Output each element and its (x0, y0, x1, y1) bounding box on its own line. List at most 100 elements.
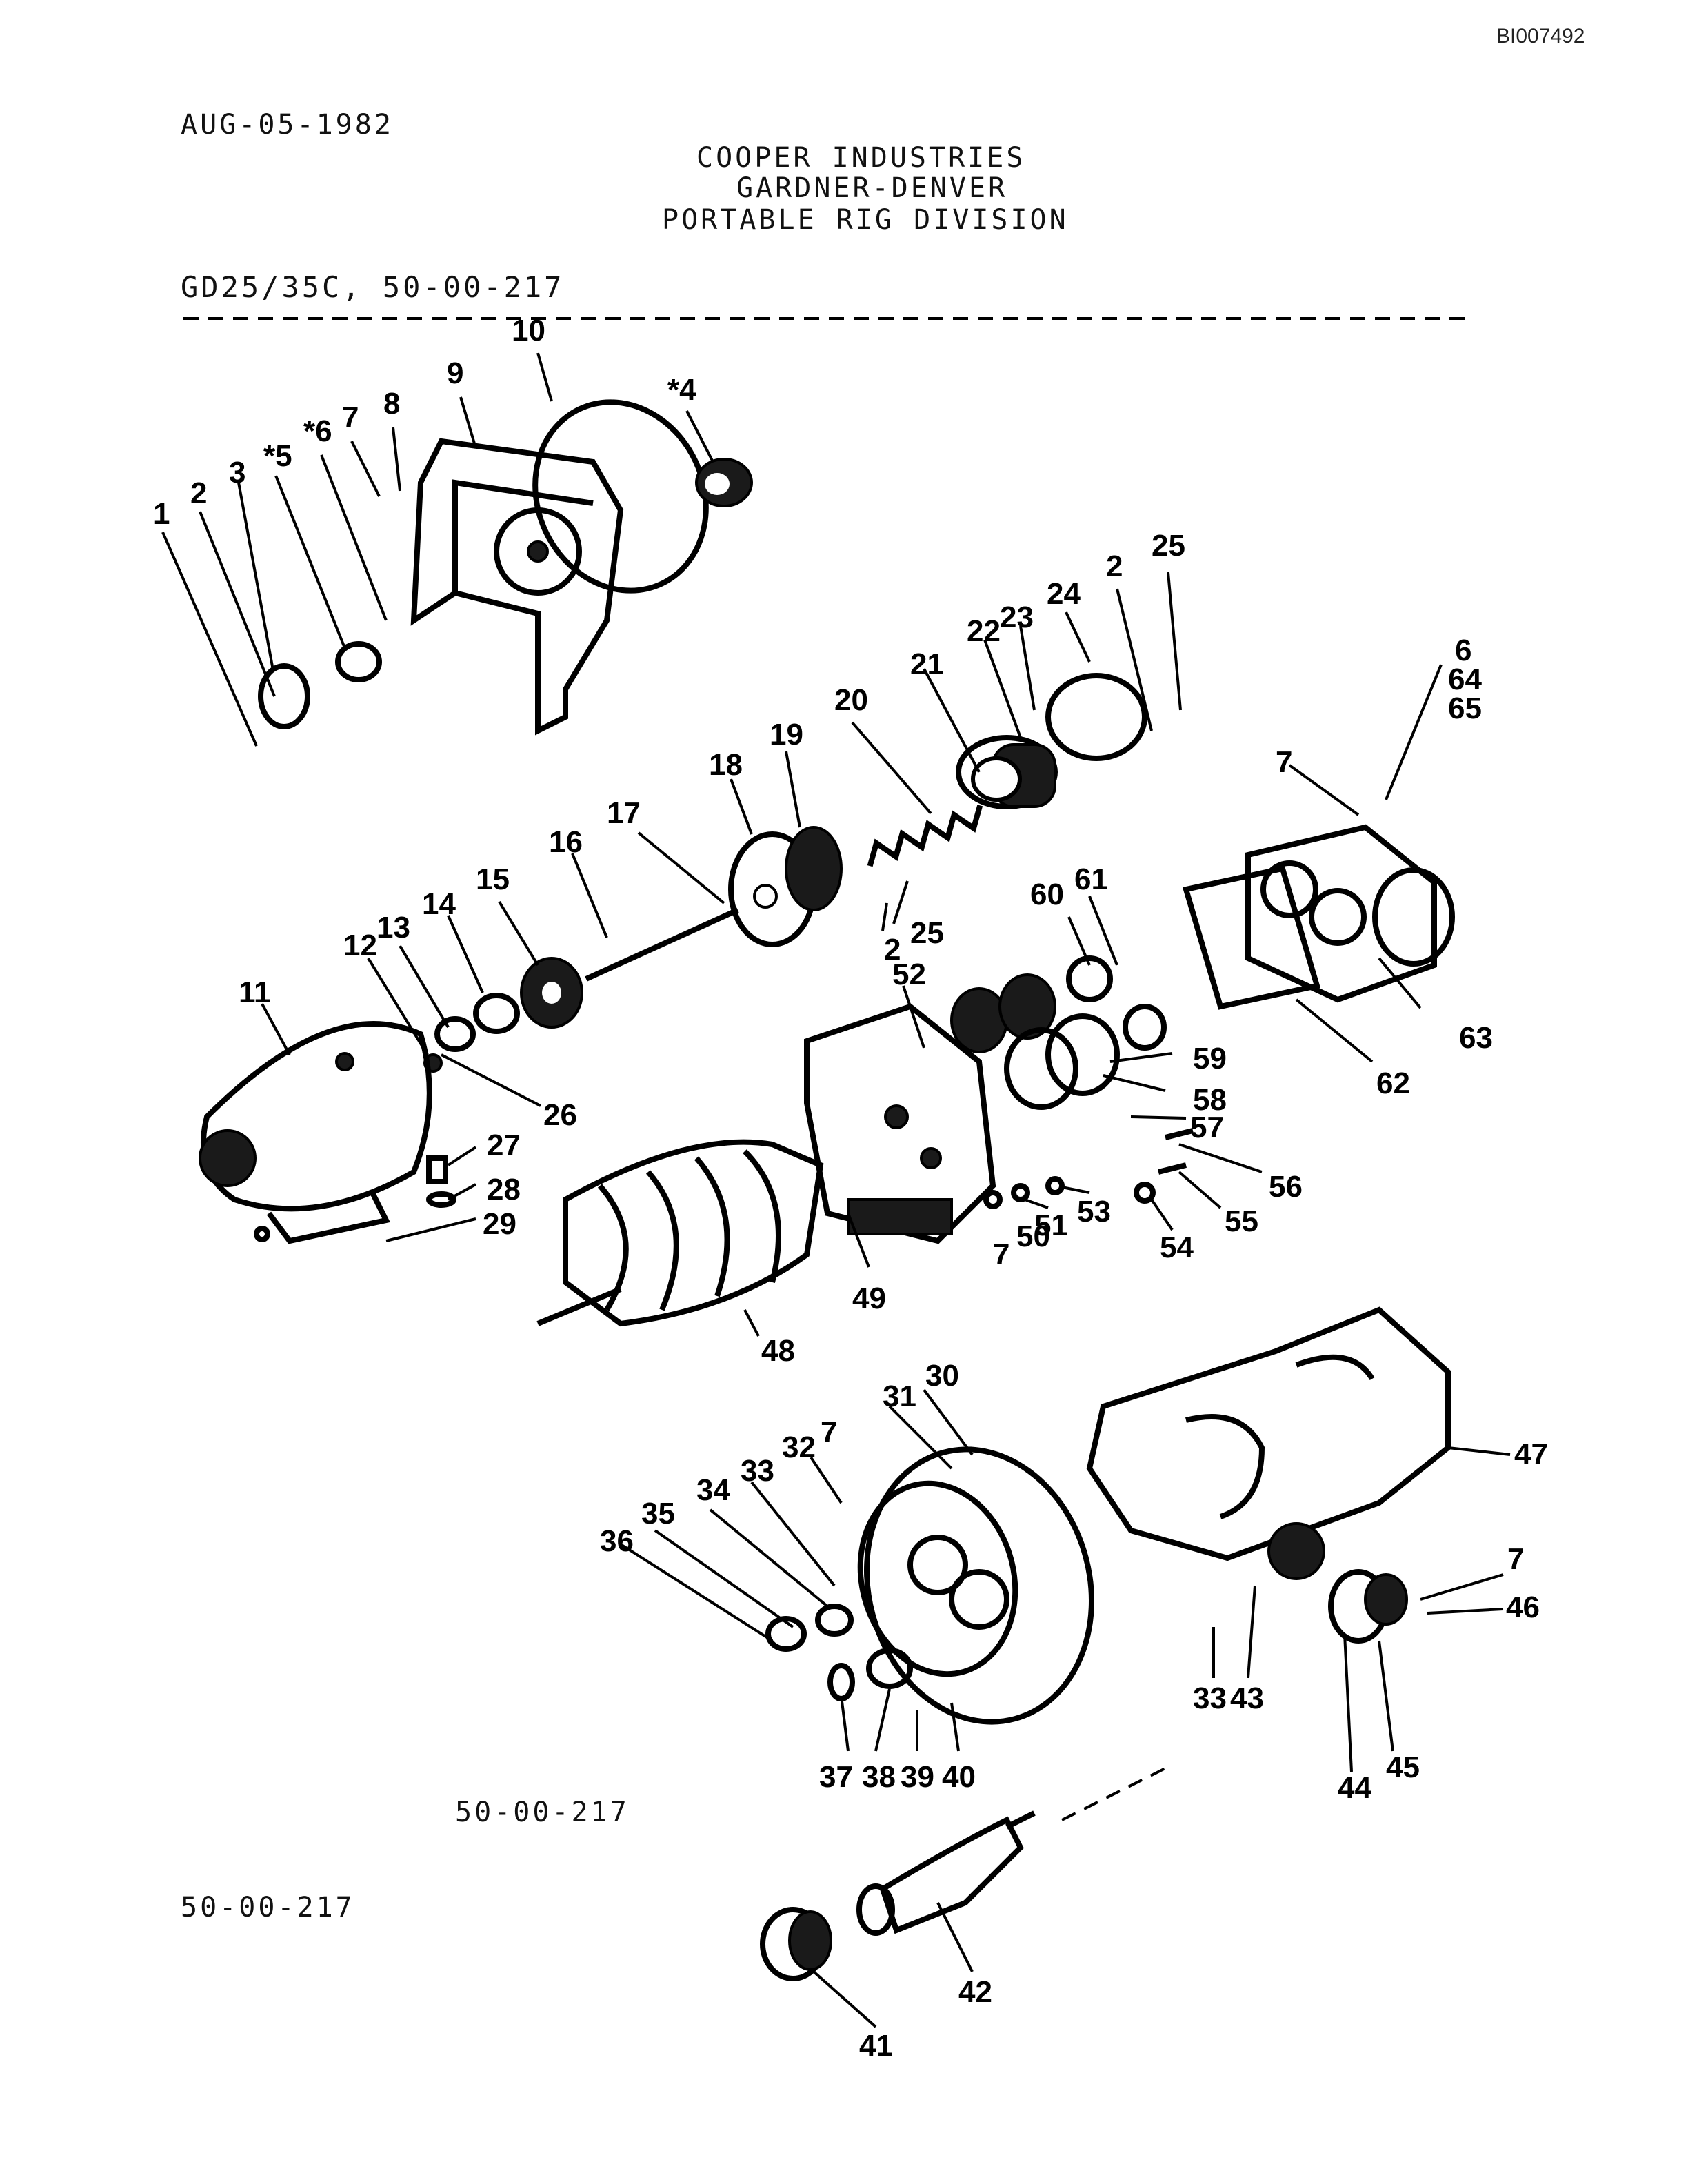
drive-belt (532, 399, 709, 594)
callout-33: 33 (1193, 1681, 1227, 1715)
callout-7: 7 (342, 401, 359, 434)
assembly-axis-lower (1061, 1763, 1173, 1821)
small-parts-cluster (983, 1128, 1194, 1209)
callout-31: 31 (883, 1379, 916, 1413)
callout-56: 56 (1269, 1170, 1303, 1204)
valve-piston (728, 826, 843, 947)
callout-4: *4 (667, 373, 696, 407)
callout-21: 21 (910, 647, 944, 681)
callout-50: 50 (1016, 1220, 1050, 1253)
callout-59: 59 (1193, 1042, 1227, 1075)
callout-26: 26 (543, 1098, 577, 1132)
stem (585, 907, 739, 982)
discharge-end-plate (857, 1446, 1094, 1725)
callout-32: 32 (782, 1430, 816, 1464)
callout-13: 13 (376, 911, 410, 944)
callout-1: 1 (153, 497, 170, 531)
bearing-housing (804, 1003, 996, 1244)
footer-code: 50-00-217 (181, 1892, 355, 1923)
callout-6: 6 (1455, 634, 1471, 667)
callout-18: 18 (709, 748, 743, 782)
callout-34: 34 (696, 1473, 730, 1507)
callout-7: 7 (1276, 745, 1292, 779)
callout-37: 37 (819, 1760, 853, 1794)
callout-24: 24 (1047, 577, 1081, 611)
drive-flange (1328, 1569, 1408, 1644)
callout-6: *6 (303, 414, 332, 448)
callout-16: 16 (549, 825, 583, 859)
callout-14: 14 (422, 887, 456, 921)
callout-15: 15 (476, 862, 510, 896)
callout-9: 9 (447, 356, 463, 390)
plug-set (254, 1155, 456, 1242)
bearings (950, 956, 1167, 1110)
callout-41: 41 (859, 2029, 893, 2063)
end-bracket-assembly (410, 438, 624, 736)
coupling-hub (695, 458, 753, 507)
callout-46: 46 (1506, 1590, 1540, 1624)
header-company: COOPER INDUSTRIES (696, 142, 1026, 174)
rotor-sleeve (760, 1907, 832, 1981)
main-rotor (536, 1139, 824, 1327)
callout-36: 36 (600, 1524, 634, 1558)
callout-44: 44 (1338, 1771, 1372, 1805)
callout-52: 52 (892, 958, 926, 991)
female-rotor (856, 1810, 1036, 1936)
callout-27: 27 (487, 1129, 521, 1162)
header-division: PORTABLE RIG DIVISION (662, 204, 1069, 236)
inlet-cover (199, 1021, 432, 1244)
callout-7: 7 (821, 1415, 837, 1449)
callout-25: 25 (1152, 529, 1185, 563)
callout-30: 30 (925, 1359, 959, 1393)
callout-58: 58 (1193, 1083, 1227, 1117)
callout-57: 57 (1190, 1111, 1224, 1144)
callout-10: 10 (512, 314, 545, 347)
seal-plate (258, 641, 382, 729)
callout-29: 29 (483, 1207, 516, 1241)
model-code: GD25/35C, 50-00-217 (181, 270, 565, 304)
callout-62: 62 (1376, 1066, 1410, 1100)
callout-45: 45 (1386, 1750, 1420, 1784)
callout-7: 7 (1507, 1542, 1524, 1576)
callout-17: 17 (607, 796, 641, 830)
leader-lines (161, 352, 1511, 2028)
rotor-housing (1086, 1306, 1451, 1580)
document-id: BI007492 (1496, 25, 1585, 48)
callout-40: 40 (942, 1760, 976, 1794)
callout-55: 55 (1225, 1204, 1258, 1238)
callout-7: 7 (993, 1237, 1009, 1271)
callout-20: 20 (834, 683, 868, 717)
regulator-housing (956, 673, 1147, 809)
callout-2: 2 (1106, 549, 1123, 583)
header-brand: GARDNER-DENVER (736, 172, 1008, 204)
spring (867, 805, 983, 867)
callout-25: 25 (910, 916, 944, 950)
callout-47: 47 (1514, 1437, 1548, 1471)
callout-60: 60 (1030, 878, 1064, 911)
callout-42: 42 (958, 1975, 992, 2009)
callout-49: 49 (852, 1282, 886, 1315)
callout-63: 63 (1459, 1021, 1493, 1055)
callout-65: 65 (1448, 691, 1482, 725)
outlet-housing (1245, 824, 1455, 1003)
callout-35: 35 (641, 1497, 675, 1530)
callout-12: 12 (343, 929, 377, 962)
callout-3: 3 (229, 456, 245, 489)
figure-caption: 50-00-217 (455, 1797, 630, 1828)
callout-38: 38 (862, 1760, 896, 1794)
callout-28: 28 (487, 1173, 521, 1206)
callout-33: 33 (741, 1454, 774, 1488)
callout-8: 8 (383, 387, 400, 421)
end-cover-parts (765, 1604, 913, 1701)
callout-64: 64 (1448, 663, 1482, 696)
callout-48: 48 (761, 1334, 795, 1368)
print-date: AUG-05-1982 (181, 109, 394, 141)
callout-22: 22 (967, 614, 1001, 648)
outlet-gasket (1182, 865, 1321, 1010)
callout-labels: 1 2 3 *5 *6 7 8 9 10 *4 25 2 24 23 22 21… (153, 314, 1548, 2063)
callout-2: 2 (884, 933, 901, 967)
callout-11: 11 (239, 975, 271, 1009)
callout-19: 19 (770, 718, 803, 751)
